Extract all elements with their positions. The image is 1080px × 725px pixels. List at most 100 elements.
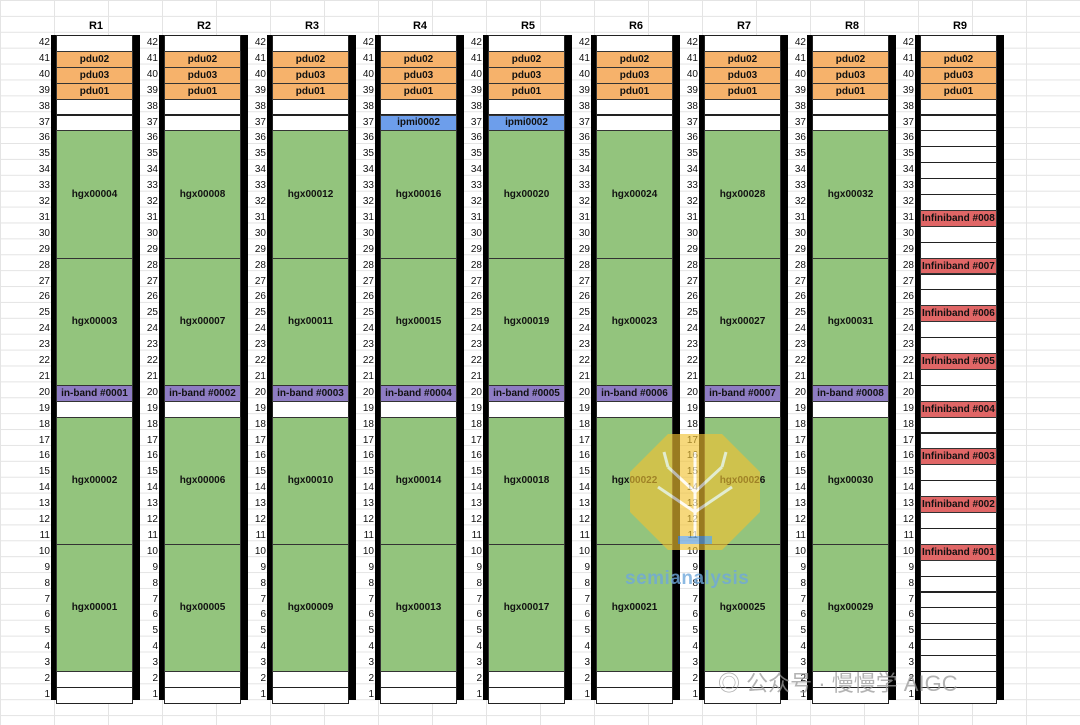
unit-number: 36 [794, 132, 806, 144]
unit-number: 7 [692, 593, 698, 605]
unit-number: 21 [902, 370, 914, 382]
device-hgx: hgx00027 [704, 257, 781, 386]
unit-number: 42 [470, 37, 482, 48]
device-hgx: hgx00031 [812, 257, 889, 386]
unit-number: 37 [902, 116, 914, 128]
unit-number: 9 [152, 561, 158, 573]
rack-unit-slot [920, 512, 997, 529]
unit-number: 2 [152, 673, 158, 684]
unit-number: 42 [578, 37, 590, 48]
unit-number: 22 [794, 355, 806, 366]
unit-number: 19 [362, 402, 374, 414]
unit-number: 4 [692, 641, 698, 653]
rack-unit-slot [164, 35, 241, 52]
unit-number: 16 [794, 450, 806, 462]
unit-number: 8 [260, 577, 266, 589]
device-pdu: pdu03 [920, 66, 997, 84]
unit-number: 7 [476, 593, 482, 605]
unit-number: 32 [902, 196, 914, 207]
unit-number: 16 [902, 450, 914, 462]
unit-number: 6 [800, 609, 806, 621]
device-hgx: hgx00006 [164, 416, 241, 545]
unit-number: 40 [362, 68, 374, 80]
unit-number: 17 [470, 434, 482, 446]
unit-number: 38 [38, 100, 50, 112]
unit-number: 25 [686, 307, 698, 319]
unit-number: 28 [146, 259, 158, 271]
unit-number: 5 [260, 625, 266, 637]
unit-number: 37 [38, 116, 50, 128]
device-pdu: pdu03 [488, 66, 565, 84]
unit-number: 41 [902, 52, 914, 64]
unit-number: 42 [254, 37, 266, 48]
unit-number: 22 [470, 355, 482, 366]
rack-unit-slot [920, 432, 997, 450]
unit-number: 2 [368, 673, 374, 684]
rack-unit-slot [488, 400, 565, 418]
unit-number: 21 [362, 370, 374, 382]
device-infiniband: Infiniband #008 [920, 209, 997, 227]
rack-unit-slot [812, 98, 889, 116]
unit-number: 17 [254, 434, 266, 446]
unit-number: 5 [800, 625, 806, 637]
unit-number: 31 [254, 211, 266, 223]
unit-number: 24 [38, 323, 50, 335]
unit-number: 7 [260, 593, 266, 605]
unit-number: 15 [362, 466, 374, 478]
unit-number: 39 [254, 84, 266, 96]
unit-number: 15 [146, 466, 158, 478]
rack-unit-slot [272, 400, 349, 418]
unit-number: 11 [903, 529, 914, 541]
unit-number: 34 [578, 164, 590, 176]
device-infiniband: Infiniband #006 [920, 305, 997, 323]
unit-number: 9 [800, 561, 806, 573]
unit-number: 4 [908, 641, 914, 653]
unit-number: 11 [471, 529, 482, 541]
unit-number: 39 [146, 84, 158, 96]
device-hgx: hgx00029 [812, 543, 889, 672]
unit-number: 22 [362, 355, 374, 366]
device-pdu: pdu01 [56, 82, 133, 100]
unit-number: 27 [686, 275, 698, 287]
unit-number: 16 [362, 450, 374, 462]
rack-unit-slot [272, 35, 349, 52]
unit-number: 15 [254, 466, 266, 478]
unit-number: 6 [476, 609, 482, 621]
rack-rail-left [375, 35, 380, 700]
unit-number: 33 [470, 180, 482, 192]
unit-number: 23 [362, 339, 374, 351]
unit-number: 19 [794, 402, 806, 414]
unit-number: 4 [152, 641, 158, 653]
semianalysis-logo-icon [630, 434, 760, 550]
unit-number: 29 [362, 243, 374, 255]
device-hgx: hgx00008 [164, 130, 241, 259]
wechat-watermark-text: 公众号 · 慢慢学 AIGC [746, 671, 958, 696]
unit-number: 12 [902, 514, 914, 525]
unit-number: 32 [686, 196, 698, 207]
unit-number: 32 [38, 196, 50, 207]
unit-number: 23 [38, 339, 50, 351]
unit-number: 34 [686, 164, 698, 176]
unit-number: 24 [146, 323, 158, 335]
unit-number: 29 [470, 243, 482, 255]
unit-number: 9 [476, 561, 482, 573]
unit-number: 27 [578, 275, 590, 287]
unit-number: 7 [800, 593, 806, 605]
device-infiniband: Infiniband #007 [920, 257, 997, 275]
unit-number: 10 [146, 545, 158, 557]
rack-unit-slot [812, 35, 889, 52]
device-infiniband: Infiniband #001 [920, 543, 997, 561]
unit-number: 41 [578, 52, 590, 64]
rack-unit-slot [812, 400, 889, 418]
unit-number: 34 [470, 164, 482, 176]
rack-header-r8: R8 [844, 20, 860, 32]
unit-number: 6 [584, 609, 590, 621]
unit-number: 21 [686, 370, 698, 382]
device-pdu: pdu02 [488, 50, 565, 68]
rack-rail-right [457, 35, 464, 700]
device-hgx: hgx00025 [704, 543, 781, 672]
unit-number: 27 [146, 275, 158, 287]
rack-unit-slot [704, 686, 781, 704]
